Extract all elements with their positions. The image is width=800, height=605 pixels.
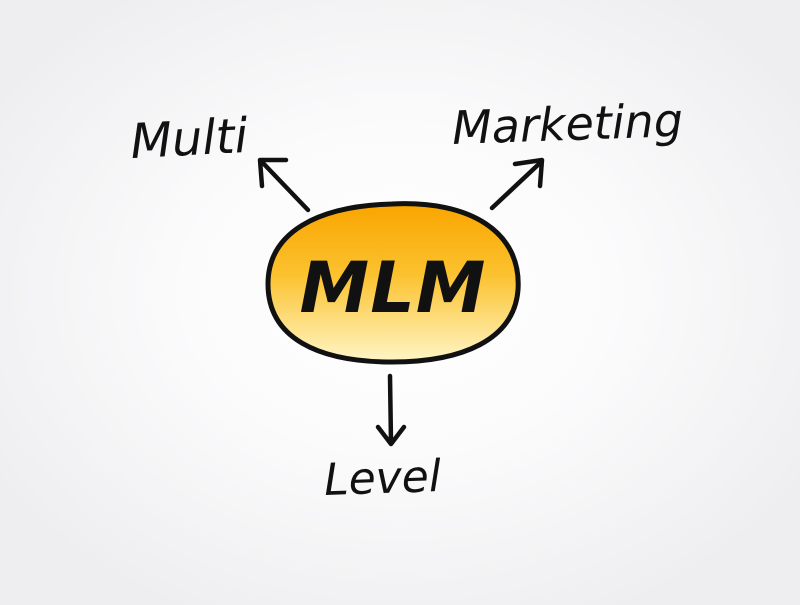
branch-label-marketing: Marketing <box>451 93 684 155</box>
center-label: MLM <box>300 247 487 329</box>
branch-label-level: Level <box>323 451 442 506</box>
center-node: MLM <box>265 201 521 365</box>
branch-label-multi: Multi <box>129 108 250 170</box>
arrow-to-level <box>375 373 407 447</box>
arrow-to-multi <box>257 157 311 213</box>
arrow-to-marketing <box>489 157 545 211</box>
center-bubble <box>265 201 521 365</box>
